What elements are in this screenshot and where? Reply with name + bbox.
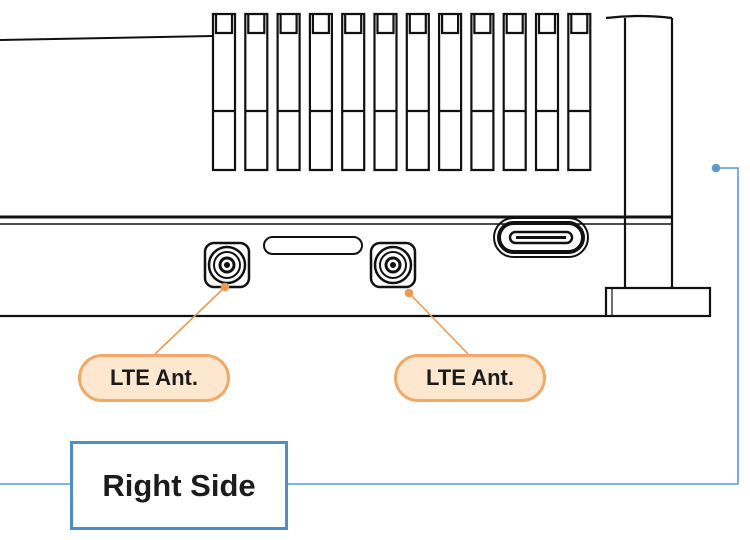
heatsink-fin bbox=[308, 12, 333, 172]
housing-foot bbox=[604, 286, 712, 318]
right-side-label-text: Right Side bbox=[102, 467, 256, 503]
lte-leader-lines bbox=[154, 282, 469, 355]
usb-c-port-icon bbox=[493, 217, 589, 258]
heatsink-fins bbox=[211, 12, 592, 172]
housing-base-lines bbox=[0, 215, 672, 318]
heatsink-fin bbox=[470, 12, 495, 172]
heatsink-fin bbox=[438, 12, 463, 172]
heatsink-fin bbox=[341, 12, 366, 172]
right-side-label: Right Side bbox=[70, 441, 288, 530]
heatsink-fin bbox=[567, 12, 592, 172]
housing-top-edge bbox=[0, 35, 214, 41]
heatsink-fin bbox=[502, 12, 527, 172]
heatsink-fin bbox=[373, 12, 398, 172]
sma-antenna-connector-icon bbox=[203, 241, 251, 289]
side-leader-lines bbox=[0, 163, 739, 485]
sma-antenna-connector-icon bbox=[369, 241, 417, 289]
heatsink-fin bbox=[534, 12, 560, 172]
lte-antenna-label-text: LTE Ant. bbox=[426, 365, 514, 390]
heatsink-fin bbox=[405, 12, 430, 172]
housing-right-wall bbox=[605, 14, 674, 288]
lte-antenna-label-text: LTE Ant. bbox=[110, 365, 198, 390]
heatsink-fin bbox=[244, 12, 269, 172]
vent-slot bbox=[263, 236, 363, 255]
heatsink-fin bbox=[276, 12, 301, 172]
heatsink-fin bbox=[211, 12, 237, 172]
lte-antenna-label-right: LTE Ant. bbox=[394, 354, 546, 402]
lte-antenna-label-left: LTE Ant. bbox=[78, 354, 230, 402]
